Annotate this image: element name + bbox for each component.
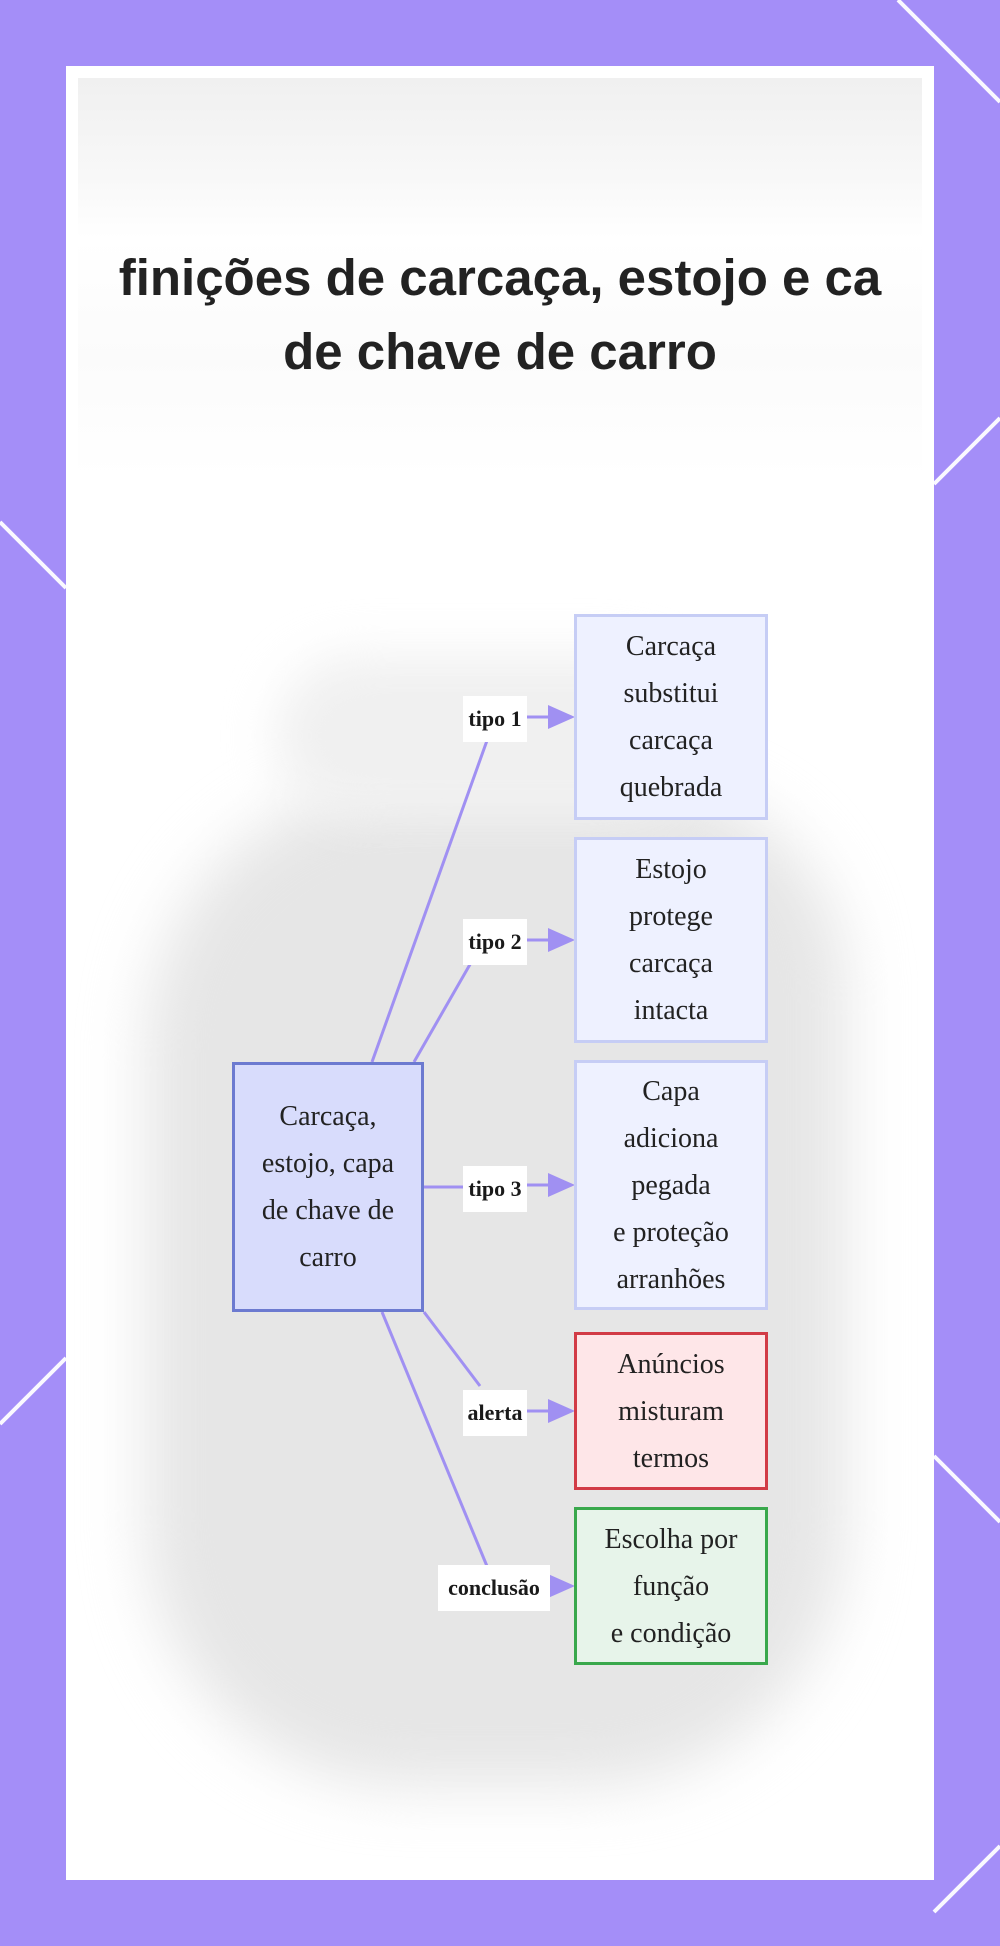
branch-node-tipo-1: Carcaça substitui carcaça quebrada xyxy=(574,614,768,820)
page-title-line-1: finições de carcaça, estojo e ca xyxy=(118,249,882,306)
edge-label-tipo-1: tipo 1 xyxy=(463,696,527,742)
connector-line-alerta xyxy=(422,1311,482,1387)
branch-node-tipo-2: Estojo protege carcaça intacta xyxy=(574,837,768,1043)
branch-node-conclusao: Escolha por função e condição xyxy=(574,1507,768,1665)
edge-label-alerta: alerta xyxy=(463,1390,527,1436)
page-title-line-2: de chave de carro xyxy=(283,323,717,380)
page-title: finições de carcaça, estojo e ca de chav… xyxy=(80,241,920,401)
branch-node-alerta: Anúncios misturam termos xyxy=(574,1332,768,1490)
edge-label-tipo-2: tipo 2 xyxy=(463,919,527,965)
diagram-card: finições de carcaça, estojo e ca de chav… xyxy=(66,66,934,1880)
connector-line-tipo-1 xyxy=(370,720,496,1063)
diagram-connectors xyxy=(370,705,575,1598)
title-band xyxy=(78,78,922,478)
edge-label-conclusao: conclusão xyxy=(438,1565,550,1611)
connector-line-conclusao xyxy=(380,1311,498,1589)
edge-label-tipo-3: tipo 3 xyxy=(463,1166,527,1212)
branch-node-tipo-3: Capa adiciona pegada e proteção arranhõe… xyxy=(574,1060,768,1310)
center-node: Carcaça, estojo, capa de chave de carro xyxy=(232,1062,424,1312)
